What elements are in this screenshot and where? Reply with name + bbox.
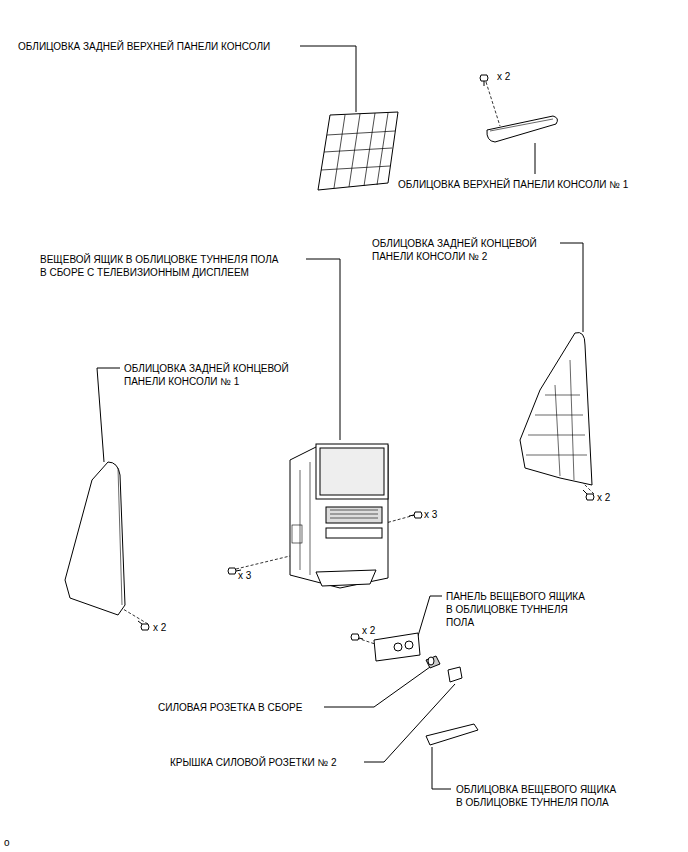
quantity-mark: o [4,836,10,849]
power-outlet [426,656,440,668]
leader-line [300,46,356,112]
leader-lines [97,46,583,789]
vent-slats [330,510,378,518]
leader-line [324,667,430,707]
slot [326,528,382,538]
trim-edge [490,119,553,131]
air-vent [326,507,382,523]
left-end-panel [65,462,125,615]
leader-line [418,596,442,636]
box-trim [426,724,478,745]
part-name: ВЕЩЕВОЙ ЯЩИК В ОБЛИЦОВКЕ ТУННЕЛЯ ПОЛА В … [40,253,282,279]
part-name: СИЛОВАЯ РОЗЕТКА В СБОРЕ [158,701,302,714]
panel-hole [394,643,402,651]
small-parts [374,633,478,745]
part-name: ОБЛИЦОВКА ЗАДНЕЙ КОНЦЕВОЙ ПАНЕЛИ КОНСОЛИ… [372,237,540,263]
part-name: ОБЛИЦОВКА ЗАДНЕЙ КОНЦЕВОЙ ПАНЕЛИ КОНСОЛИ… [124,362,292,388]
bolts [138,75,594,640]
bolt [409,512,422,518]
bolt [480,75,488,86]
leader-line [560,243,583,332]
tray [316,570,376,586]
part-name: ПАНЕЛЬ ВЕЩЕВОГО ЯЩИКА В ОБЛИЦОВКЕ ТУННЕЛ… [446,590,588,629]
part-name: ОБЛИЦОВКА ВЕЩЕВОГО ЯЩИКА В ОБЛИЦОВКЕ ТУН… [456,783,620,809]
panel-outline [318,112,398,190]
axis-line [486,82,500,126]
axis-line [236,556,290,569]
side-detail [292,462,310,575]
quantity-mark: x 2 [362,624,375,637]
part-name: ОБЛИЦОВКА ВЕРХНЕЙ ПАНЕЛИ КОНСОЛИ № 1 [398,178,628,191]
rear-upper-panel [318,112,398,190]
panel-edge [118,468,122,605]
panel-ribs [526,360,587,480]
quantity-mark: x 3 [424,508,437,521]
bolt-axis-lines [118,82,594,645]
upper-trim [487,116,558,142]
outlet-mouth [428,657,434,665]
box-outline [290,445,388,588]
quantity-mark: x 2 [153,621,166,634]
display [316,444,388,499]
right-end-panel [520,333,592,486]
part-name: ОБЛИЦОВКА ЗАДНЕЙ ВЕРХНЕЙ ПАНЕЛИ КОНСОЛИ [18,40,270,53]
leader-line [535,143,536,174]
leader-line [364,684,455,762]
panel-outline [65,462,125,615]
outlet-cover [448,667,462,682]
bolt [583,490,594,500]
quantity-mark: x 2 [597,491,610,504]
leader-line [432,747,451,789]
leader-line [97,368,120,462]
panel-grid [321,113,395,188]
part-name: КРЫШКА СИЛОВОЙ РОЗЕТКИ № 2 [170,756,337,769]
quantity-mark: x 2 [497,70,510,83]
bolt [351,634,363,640]
panel-outline [520,333,592,486]
quantity-mark: x 3 [238,569,251,582]
leader-line [306,259,340,440]
display-screen [320,448,384,495]
panel-hole [405,641,413,649]
trim-outline [487,116,558,142]
box-panel [374,633,420,661]
console-box [290,444,388,588]
bolt [138,621,149,630]
